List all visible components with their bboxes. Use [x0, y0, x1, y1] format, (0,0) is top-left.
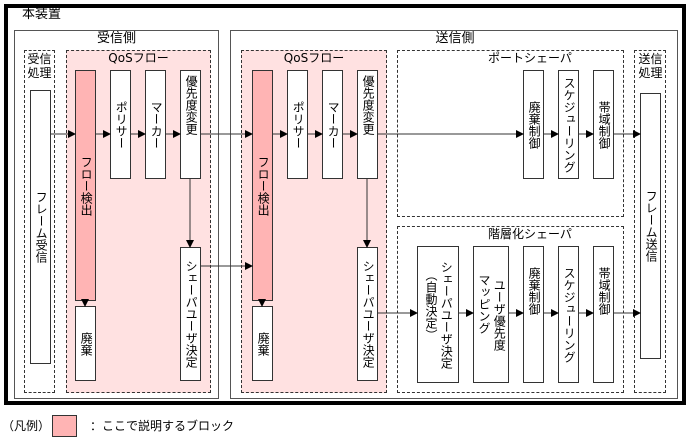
hier-scheduling-block: スケジューリング [558, 246, 579, 383]
tx-processing-title: 送信処理 [638, 52, 663, 80]
tx-policer-label: ポリサー [291, 100, 306, 149]
tx-discard-block: 廃棄 [252, 306, 273, 381]
tx-shaper-user-decision-label: シェーパユーザ決定 [361, 260, 376, 368]
tx-policer-block: ポリサー [287, 70, 308, 179]
frame-send-block: フレーム送信 [640, 93, 661, 359]
hier-discard-control-block: 廃棄制御 [523, 246, 544, 383]
hierarchical-shaper-title: 階層化シェーパ [488, 227, 572, 241]
hier-scheduling-label: スケジューリング [562, 266, 577, 363]
rx-discard-block: 廃棄 [75, 306, 96, 381]
rx-shaper-user-decision-block: シェーパユーザ決定 [180, 247, 201, 381]
legend-prefix: （凡例） [2, 419, 51, 433]
hier-bandwidth-control-label: 帯域制御 [597, 267, 612, 315]
hier-shaper-user-decision-block: シェーパユーザ決定 （自動決定） [417, 246, 459, 383]
tx-flow-detect-block: フロー検出 [252, 70, 273, 301]
send-side-title: 送信側 [435, 31, 475, 46]
port-shaper-title: ポートシェーパ [488, 51, 572, 65]
frame-send-label: フレーム送信 [644, 190, 659, 262]
user-priority-mapping-block: ユーザ優先度 マッピング [473, 246, 509, 383]
hier-bandwidth-control-block: 帯域制御 [593, 246, 614, 383]
tx-marker-label: マーカー [326, 100, 341, 149]
frame-receive-label: フレーム受信 [34, 191, 49, 263]
port-scheduling-block: スケジューリング [558, 70, 579, 179]
tx-qos-flow-title: QoSフロー [283, 51, 345, 65]
tx-discard-label: 廃棄 [256, 331, 271, 356]
rx-policer-block: ポリサー [110, 70, 131, 179]
tx-priority-change-label: 優先度変更 [361, 75, 376, 135]
tx-priority-change-block: 優先度変更 [357, 70, 378, 179]
rx-processing-title: 受信処理 [27, 52, 52, 80]
user-priority-mapping-label-1: ユーザ優先度 [492, 278, 507, 351]
rx-shaper-user-decision-label: シェーパユーザ決定 [184, 260, 199, 368]
rx-marker-block: マーカー [145, 70, 166, 179]
tx-shaper-user-decision-block: シェーパユーザ決定 [357, 247, 378, 381]
user-priority-mapping-label-2: マッピング [477, 273, 491, 334]
rx-priority-change-label: 優先度変更 [184, 75, 199, 135]
port-scheduling-label: スケジューリング [562, 76, 577, 173]
rx-flow-detect-block: フロー検出 [75, 70, 96, 301]
rx-qos-flow-title: QoSフロー [108, 51, 169, 65]
device-title: 本装置 [22, 7, 62, 22]
port-discard-control-block: 廃棄制御 [523, 70, 544, 179]
rx-flow-detect-label: フロー検出 [79, 155, 94, 216]
receive-side-title: 受信側 [96, 31, 136, 46]
frame-receive-block: フレーム受信 [30, 90, 51, 364]
port-bandwidth-control-block: 帯域制御 [593, 70, 614, 179]
rx-priority-change-block: 優先度変更 [180, 70, 201, 179]
rx-marker-label: マーカー [149, 100, 164, 149]
hier-shaper-user-decision-label: シェーパユーザ決定 [439, 260, 454, 369]
tx-marker-block: マーカー [322, 70, 343, 179]
port-bandwidth-control-label: 帯域制御 [597, 100, 612, 149]
device-frame [4, 4, 686, 405]
tx-flow-detect-label: フロー検出 [256, 155, 271, 216]
legend-highlight-swatch [52, 415, 77, 437]
port-discard-control-label: 廃棄制御 [527, 100, 542, 149]
rx-policer-label: ポリサー [114, 100, 129, 149]
legend-description: ：ここで説明するブロック [90, 419, 235, 433]
hier-shaper-user-decision-note: （自動決定） [424, 268, 438, 341]
port-shaper-group [397, 50, 624, 217]
hier-discard-control-label: 廃棄制御 [527, 267, 542, 315]
rx-discard-label: 廃棄 [79, 331, 94, 356]
